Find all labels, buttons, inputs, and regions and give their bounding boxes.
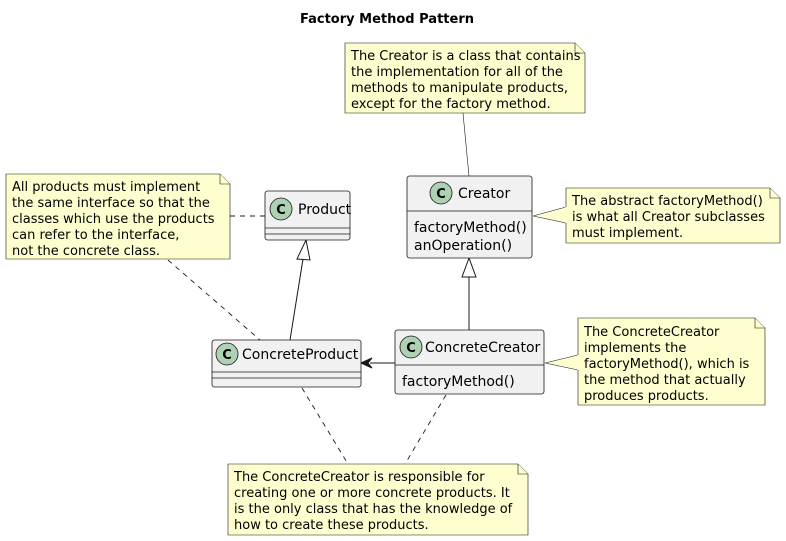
class-badge-icon (269, 197, 293, 221)
note-link-products-to-concrete-product (167, 259, 261, 341)
note-link-bottom-to-concrete-creator (404, 394, 447, 465)
note-line: must implement. (572, 226, 683, 241)
note-line: The ConcreteCreator (583, 325, 720, 340)
note-creator-description: The Creator is a class that contains the… (344, 42, 586, 114)
note-line: All products must implement (12, 180, 200, 195)
class-creator-op-factory-method: factoryMethod() (414, 220, 527, 236)
note-concrete-creator-implements: The ConcreteCreator implements the facto… (544, 317, 766, 406)
note-line: how to create these products. (234, 518, 429, 533)
class-concrete-product-name: ConcreteProduct (242, 347, 359, 363)
note-link-bottom-to-concrete-product (301, 387, 349, 465)
class-creator: C Creator factoryMethod() anOperation() (406, 175, 533, 259)
class-badge-letter: C (276, 203, 286, 218)
class-badge-letter: C (406, 341, 416, 356)
note-link-creator-top (462, 112, 470, 177)
note-concrete-creator-responsibility: The ConcreteCreator is responsible for c… (227, 463, 529, 536)
note-line: creating one or more concrete products. … (234, 486, 510, 501)
diagram-title: Factory Method Pattern (300, 12, 474, 27)
class-concrete-creator-name: ConcreteCreator (425, 340, 541, 356)
class-product-name: Product (298, 202, 352, 218)
class-product: C Product (264, 190, 352, 241)
note-line: factoryMethod(), which is (584, 357, 750, 372)
note-line: classes which use the products (12, 212, 215, 227)
class-badge-icon (429, 181, 453, 205)
association-arrowhead (359, 357, 373, 369)
class-badge-icon (215, 342, 239, 366)
note-line: The Creator is a class that contains (350, 49, 581, 64)
note-line: not the concrete class. (12, 244, 160, 259)
class-concrete-creator-op-factory-method: factoryMethod() (402, 374, 515, 390)
inheritance-concrete-creator-arrowhead (461, 256, 477, 278)
class-badge-icon (399, 335, 423, 359)
class-badge-letter: C (436, 187, 446, 202)
inheritance-concrete-product-arrowhead (296, 238, 311, 261)
class-badge-letter: C (222, 348, 232, 363)
note-line: The ConcreteCreator is responsible for (233, 470, 485, 485)
note-products-interface: All products must implement the same int… (5, 173, 231, 260)
note-line: is the only class that has the knowledge… (234, 502, 513, 517)
note-line: methods to manipulate products, (351, 81, 568, 96)
note-line: the implementation for all of the (351, 65, 563, 80)
class-creator-name: Creator (458, 186, 510, 202)
note-line: the method that actually (584, 373, 746, 388)
note-line: the same interface so that the (12, 196, 210, 211)
note-line: except for the factory method. (351, 97, 551, 112)
note-line: is what all Creator subclasses (572, 210, 765, 225)
inheritance-concrete-product-line (289, 258, 304, 341)
note-abstract-factory-method: The abstract factoryMethod() is what all… (532, 187, 781, 244)
note-line: implements the (584, 341, 686, 356)
note-line: The abstract factoryMethod() (571, 194, 763, 209)
class-creator-op-an-operation: anOperation() (414, 238, 512, 254)
note-line: produces products. (584, 389, 709, 404)
class-concrete-creator: C ConcreteCreator factoryMethod() (394, 329, 545, 395)
class-concrete-product: C ConcreteProduct (211, 339, 362, 388)
note-line: can refer to the interface, (12, 228, 179, 243)
